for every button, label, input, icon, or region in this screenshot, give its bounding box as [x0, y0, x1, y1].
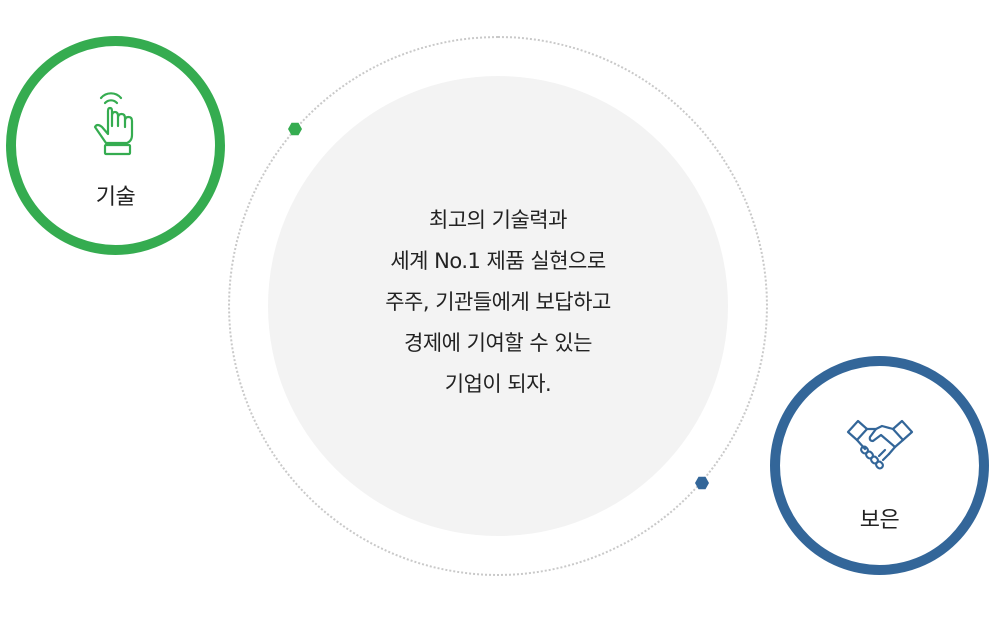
tech-label: 기술	[95, 185, 136, 210]
vision-statement: 최고의 기술력과 세계 No.1 제품 실현으로 주주, 기관들에게 보답하고 …	[268, 200, 728, 405]
vision-line-3: 주주, 기관들에게 보답하고	[385, 290, 611, 314]
vision-line-4: 경제에 기여할 수 있는	[404, 331, 592, 355]
vision-line-1: 최고의 기술력과	[429, 208, 567, 232]
vision-line-5: 기업이 되자.	[444, 372, 552, 396]
reward-label: 보은	[859, 508, 900, 533]
center-disc	[268, 76, 728, 536]
touch-hand-icon	[93, 92, 133, 156]
vision-line-2: 세계 No.1 제품 실현으로	[390, 249, 606, 273]
blue-hexagon-marker	[695, 476, 709, 490]
dotted-orbit-ring	[228, 36, 768, 576]
reward-badge: 보은	[770, 356, 989, 575]
handshake-icon	[846, 419, 913, 470]
green-hexagon-marker	[288, 122, 302, 136]
tech-badge: 기술	[6, 36, 225, 255]
